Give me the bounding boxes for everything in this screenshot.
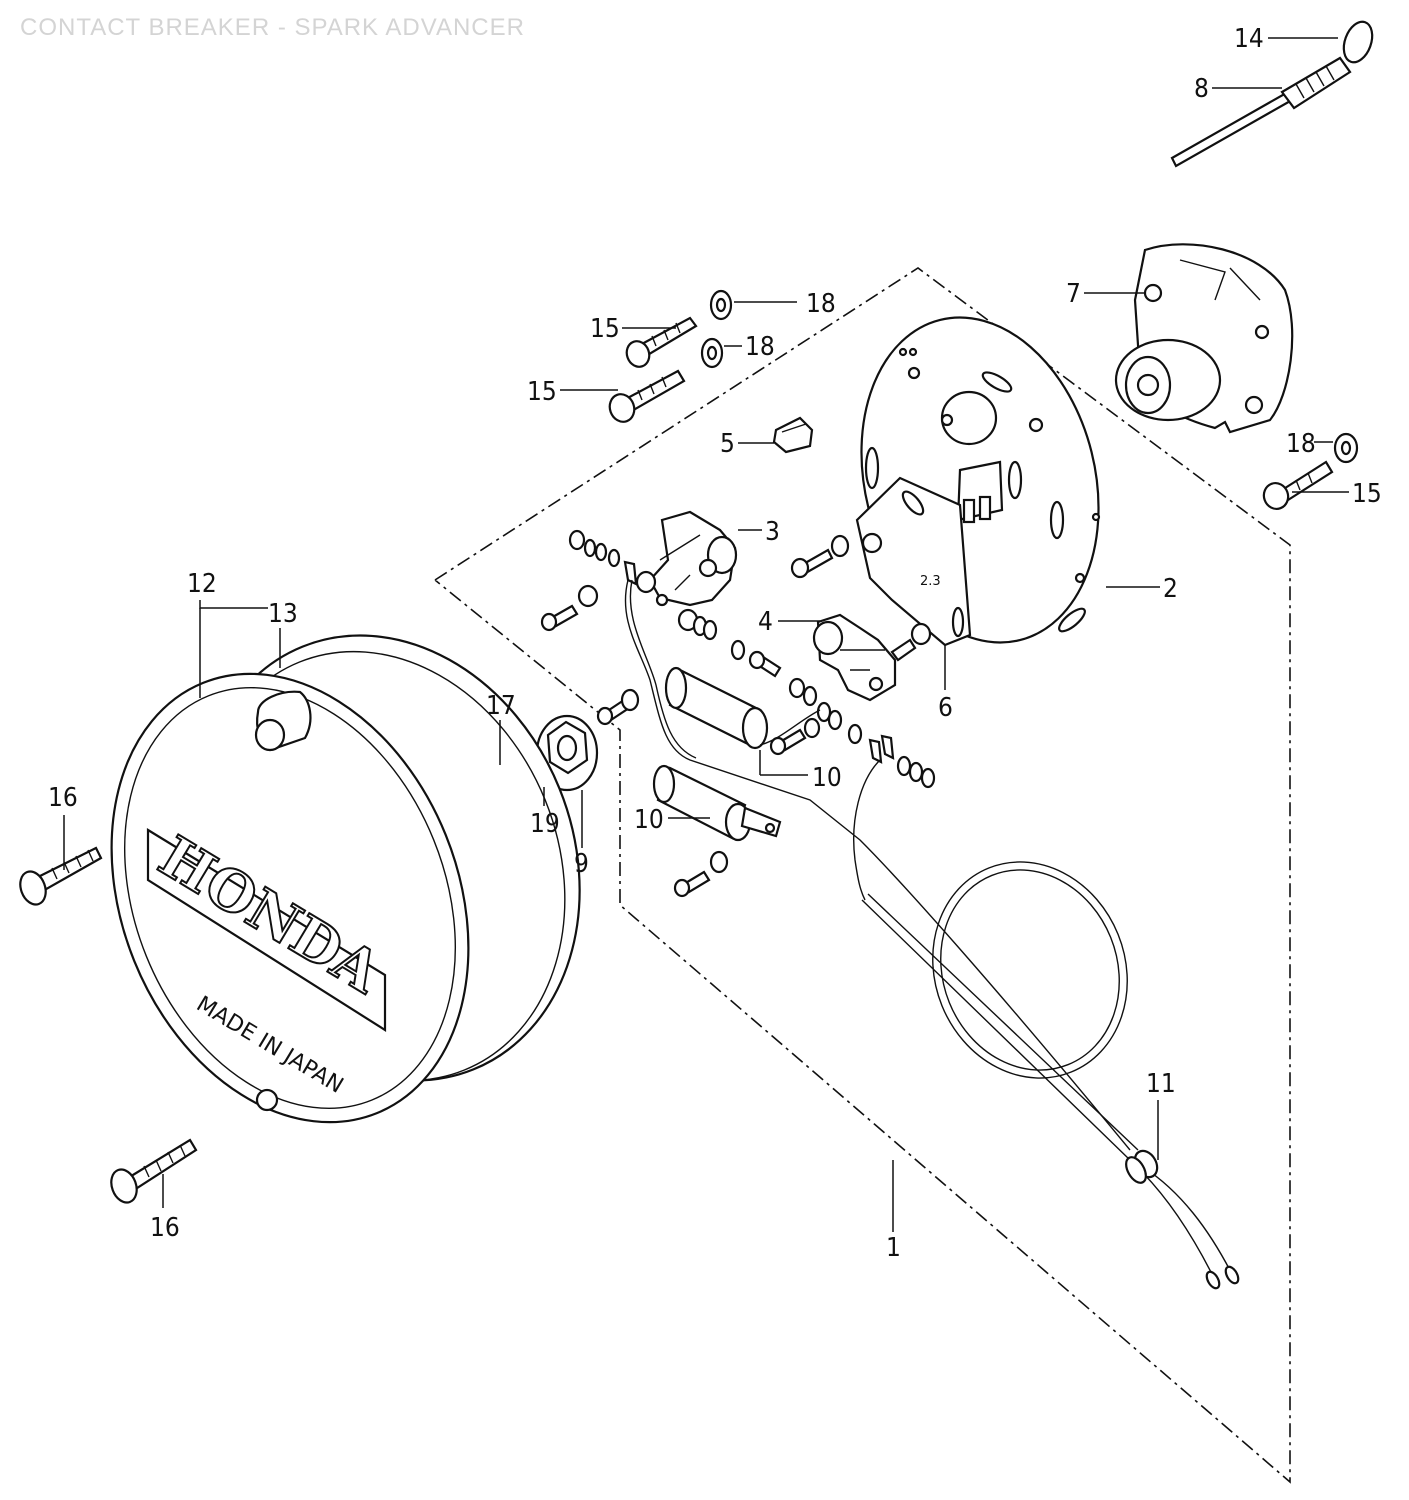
part-3-contact-point <box>648 510 738 607</box>
part-15-screw-upper <box>625 316 698 368</box>
callout-18-b: 18 <box>745 332 775 362</box>
washer-stack-middle <box>677 608 863 745</box>
callout-4: 4 <box>758 607 773 637</box>
part-15-screw-lower <box>608 369 686 423</box>
callout-5: 5 <box>720 429 735 459</box>
part-7-spark-advancer <box>1114 243 1294 434</box>
part-16-screw-upper <box>19 846 103 906</box>
screw-small-lower <box>769 717 821 756</box>
part-2-base-plate: 2.3 <box>855 316 1101 647</box>
part-14-ring <box>1342 20 1374 64</box>
callout-2: 2 <box>1163 574 1178 604</box>
callout-1: 1 <box>886 1233 901 1263</box>
callout-17: 17 <box>486 691 516 721</box>
callout-16-b: 16 <box>150 1213 180 1243</box>
callout-10-a: 10 <box>812 763 842 793</box>
screw-small-plate <box>790 534 850 579</box>
washer-stack-right <box>868 734 936 789</box>
callout-9: 9 <box>574 849 589 879</box>
callout-8: 8 <box>1194 74 1209 104</box>
wire-harness <box>624 579 1240 1290</box>
screw-condenser-lower <box>673 850 729 898</box>
callout-18-a: 18 <box>806 289 836 319</box>
screw-small-upper-left <box>540 604 579 632</box>
part-5-felt <box>772 416 814 454</box>
part-6-washer-screw <box>890 622 932 662</box>
callout-15-b: 15 <box>527 377 557 407</box>
callout-15-c: 15 <box>1352 479 1382 509</box>
part-18-washer-a <box>709 289 733 321</box>
callout-7: 7 <box>1066 279 1081 309</box>
part-8-screw <box>1170 56 1352 168</box>
part-10-condenser-lower <box>652 764 782 842</box>
part-18-washer-right <box>1333 432 1359 464</box>
washer-stack-upper <box>568 529 657 608</box>
callout-18-c: 18 <box>1286 429 1316 459</box>
screw-small-middle <box>596 688 640 726</box>
callout-14: 14 <box>1234 24 1264 54</box>
part-4-contact-point <box>812 613 897 702</box>
part-11-grommet <box>1125 1149 1159 1184</box>
assembly-outline <box>434 267 1291 1484</box>
diagram-title: CONTACT BREAKER - SPARK ADVANCER <box>20 14 525 41</box>
callout-10-b: 10 <box>634 805 664 835</box>
callout-12: 12 <box>187 569 217 599</box>
callout-3: 3 <box>765 517 780 547</box>
part-18-washer-b <box>700 337 724 369</box>
part-10-condenser-upper <box>664 666 769 750</box>
callout-16-a: 16 <box>48 783 78 813</box>
callout-11: 11 <box>1146 1069 1176 1099</box>
callout-6: 6 <box>938 693 953 723</box>
part-15-screw-right <box>1262 460 1334 510</box>
part-16-screw-lower <box>110 1138 198 1204</box>
part-12-point-cover: HONDA MADE IN JAPAN <box>110 634 581 1124</box>
callout-labels: 14 8 7 18 15 18 15 5 18 15 3 2 4 6 12 13… <box>48 24 1382 1263</box>
callout-13: 13 <box>268 599 298 629</box>
callout-15-a: 15 <box>590 314 620 344</box>
callout-19: 19 <box>530 809 560 839</box>
leader-lines <box>63 37 1349 1232</box>
plate-mark: 2.3 <box>920 574 941 589</box>
